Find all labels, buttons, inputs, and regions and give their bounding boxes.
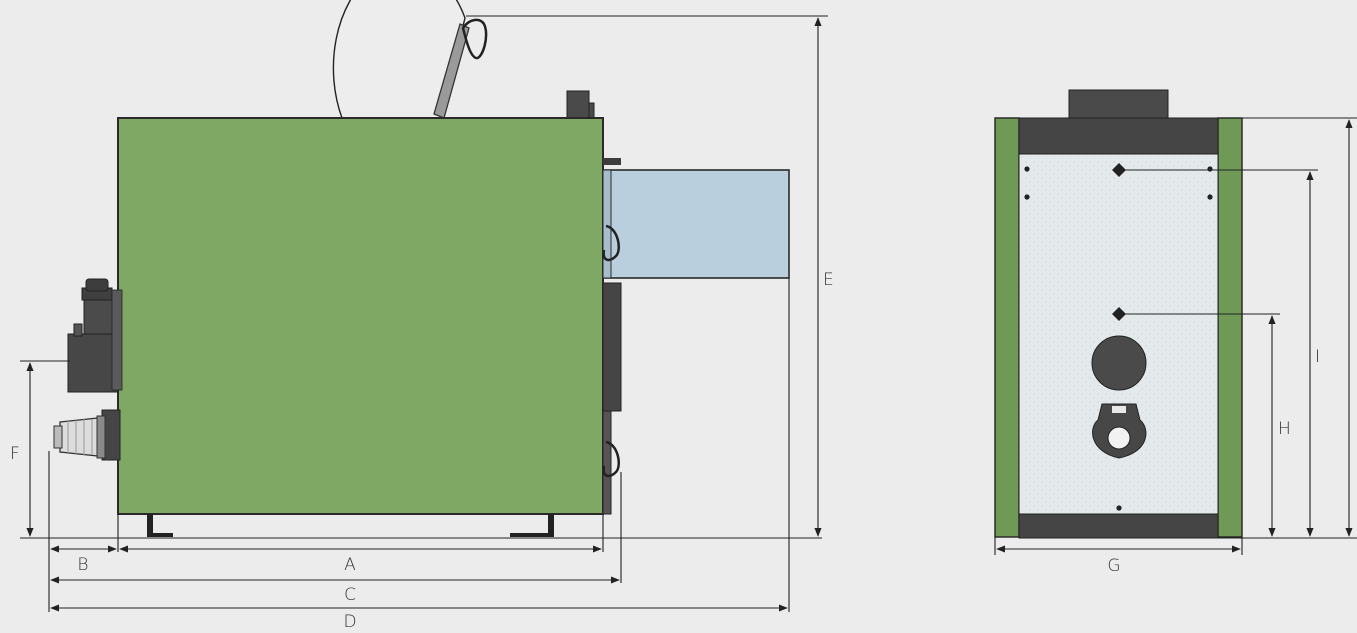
panel-bolts (1024, 166, 1213, 511)
dim-label-i: I (1315, 347, 1320, 367)
front-side-frame-left (994, 117, 1020, 538)
dim-label-f: F (10, 444, 20, 464)
flue-outlet (566, 90, 590, 119)
flue-port (1091, 335, 1147, 391)
dim-label-g: G (1107, 556, 1120, 576)
marker-lower (1112, 307, 1126, 321)
water-connection-upper (67, 278, 123, 393)
lid-handle (433, 18, 488, 119)
dim-label-d: D (343, 612, 356, 629)
lower-connection (1092, 403, 1147, 459)
boiler-body (117, 117, 604, 515)
dim-label-h: H (1278, 419, 1291, 439)
dim-label-c: C (344, 585, 356, 605)
front-side-frame-right (1217, 117, 1243, 538)
ash-door (602, 282, 622, 412)
front-dimensions (994, 117, 1357, 555)
feeder-box (602, 169, 790, 279)
side-dimensions (20, 15, 828, 612)
side-view (53, 0, 790, 537)
hopper-lid (332, 0, 466, 119)
front-panel (1018, 153, 1219, 515)
front-flue (1068, 89, 1169, 121)
dim-label-a: A (344, 555, 356, 575)
marker-upper (1112, 163, 1126, 177)
fan-motor (53, 409, 121, 461)
dim-label-b: B (77, 555, 88, 575)
boiler-feet (147, 514, 554, 537)
front-view (994, 89, 1243, 539)
dim-label-e: E (823, 270, 834, 290)
